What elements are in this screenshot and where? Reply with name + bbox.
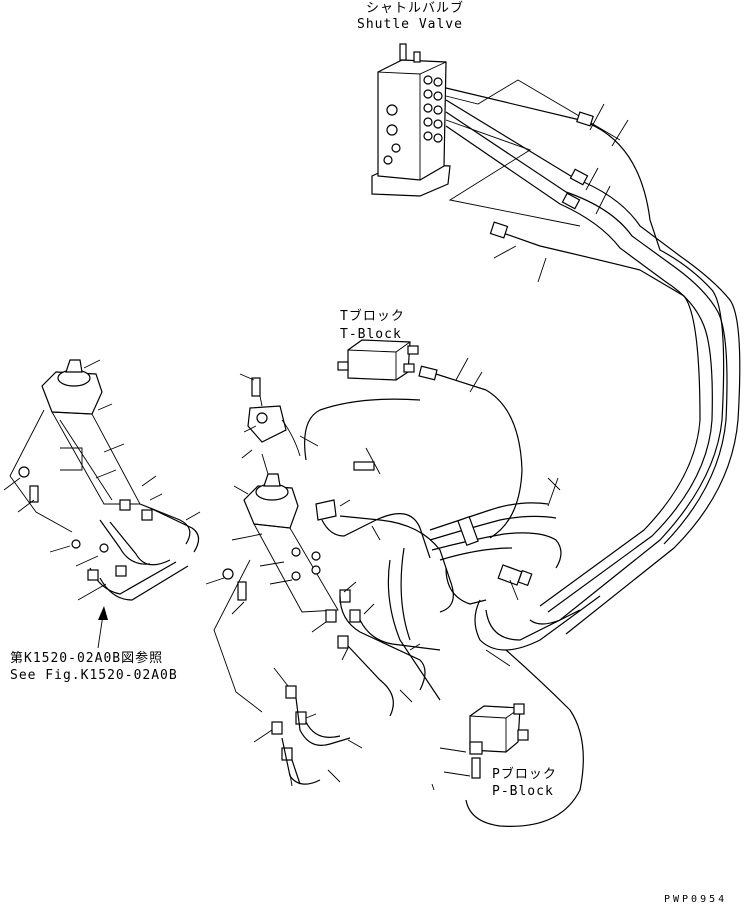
shuttle-valve-label-en: Shutle Valve [357,17,463,32]
shuttle-valve [371,43,451,197]
t-block [337,339,523,539]
p-block-label-en: P-Block [492,784,554,799]
hose-clamp-bundle [304,398,601,651]
see-fig-label-en: See Fig.K1520-02A0B [10,668,178,683]
center-control-valve [205,373,454,787]
t-block-label-jp: Tブロック [340,309,405,324]
drawing-number: PWP0954 [664,894,728,905]
see-fig-label-jp: 第K1520-02A0B図参照 [10,651,164,666]
p-block [431,649,584,827]
t-block-label-en: T-Block [340,327,402,342]
left-control-valve [3,359,201,649]
shuttle-valve-label-jp: シャトルバルブ [365,1,464,16]
p-block-label-jp: Pブロック [492,767,557,782]
pilot-hose-bundle [445,87,741,635]
